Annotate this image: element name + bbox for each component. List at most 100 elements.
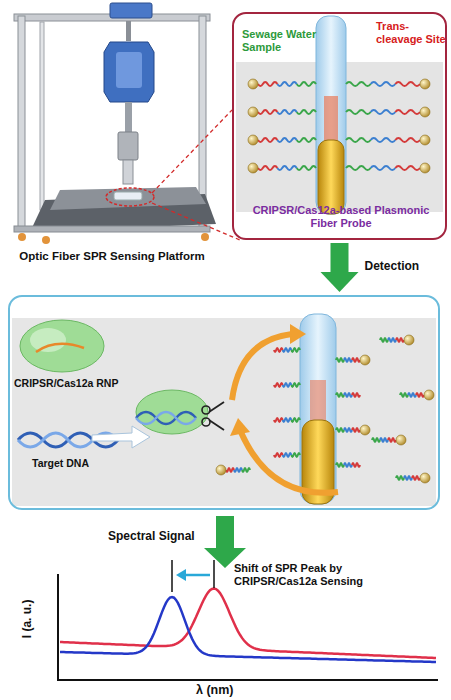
cycle-arrow [230, 324, 338, 493]
cleaved-fragment [360, 425, 370, 435]
middle-scene [136, 412, 196, 424]
spr-platform [14, 226, 210, 232]
zoom-leader-line [152, 203, 240, 240]
scissors-symbol [202, 406, 210, 414]
zoom-panel: Sewage Water Sample Trans-cleavage SiteCR… [232, 12, 447, 240]
cleaved-fragment [274, 453, 283, 457]
cleaved-fragment [388, 338, 396, 342]
spectrum-chart [57, 679, 438, 681]
scissors-symbol [202, 418, 210, 426]
spr-platform [201, 233, 209, 241]
scissors-symbol [202, 402, 224, 430]
node-text: Trans-cleavage Site [376, 20, 446, 45]
spr-platform [18, 16, 25, 228]
spr-platform [14, 3, 216, 244]
dna-probe-strand [248, 79, 258, 89]
cleaved-fragment [274, 348, 283, 352]
middle-scene [30, 328, 66, 352]
spr-platform [40, 22, 44, 210]
dna-probe-strand [346, 82, 371, 86]
cycle-arrow [240, 430, 338, 493]
dna-probe-strand [258, 82, 277, 86]
cleaved-fragment [360, 355, 370, 365]
cleaved-fragment [352, 463, 360, 467]
node-text: CRIPSR/Cas12a-based Plasmonic Fiber Prob… [246, 204, 436, 229]
dna-probe-strand [258, 110, 277, 114]
cleaved-fragment [336, 393, 344, 397]
top-probe-scene [318, 140, 344, 214]
node-text: Target DNA [32, 457, 122, 469]
middle-scene [20, 320, 104, 372]
spr-platform [50, 187, 206, 210]
spectrum-chart [176, 569, 186, 581]
cycle-arrow [230, 418, 250, 436]
cleaved-fragment [274, 418, 283, 422]
cleaved-fragment [396, 338, 404, 342]
caption-label: Optic Fiber SPR Sensing Platform [4, 250, 220, 263]
middle-scene [36, 344, 84, 352]
spr-platform [116, 52, 142, 88]
cleaved-fragment [404, 335, 414, 345]
dna-probe-strand [371, 166, 396, 170]
cycle-arrow [290, 324, 306, 344]
spectrum-chart [60, 597, 436, 662]
spr-platform [125, 102, 132, 132]
dna-probe-strand [371, 82, 396, 86]
spectrum-chart [213, 560, 215, 588]
cleaved-fragment [388, 438, 396, 442]
cleaved-fragment [396, 435, 406, 445]
cleaved-fragment [283, 418, 292, 422]
cleaved-fragment [408, 393, 416, 397]
detection-panel: CRIPSR/Cas12a RNPTarget DNA [8, 295, 440, 510]
cleaved-fragment [283, 348, 292, 352]
spectrum-chart [57, 560, 438, 681]
dna-probe-strand [297, 110, 316, 114]
dna-probe-strand [346, 166, 371, 170]
cleaved-fragment [291, 348, 300, 352]
dna-probe-strand [395, 138, 420, 142]
spectrum-chart [60, 589, 436, 658]
zoom-leader-line [152, 110, 240, 240]
dna-probe-strand [395, 82, 420, 86]
middle-scene [12, 318, 436, 506]
cycle-arrow [232, 334, 292, 400]
edge-label: Detection [365, 260, 420, 274]
node-text: Sewage Water Sample [242, 28, 324, 53]
scissors-symbol [209, 420, 224, 430]
spr-platform [126, 21, 131, 41]
dna-probe-strand [371, 110, 396, 114]
cleaved-fragment [283, 383, 292, 387]
dna-probe-strand [277, 166, 296, 170]
arrow-head [321, 272, 359, 292]
arrow-shaft [331, 243, 349, 272]
cleaved-fragment [344, 393, 352, 397]
dna-probe-strand [420, 163, 430, 173]
cleaved-fragment [226, 468, 234, 472]
scissors-symbol [209, 402, 224, 412]
middle-probe [300, 314, 336, 504]
cleaved-fragment [400, 393, 408, 397]
dna-probe-strand [277, 82, 296, 86]
middle-scene [136, 390, 208, 434]
dna-probe-strand [297, 138, 316, 142]
middle-scene [136, 412, 196, 424]
spr-platform [118, 132, 138, 160]
caption-label: λ (nm) [196, 683, 276, 697]
spr-platform [104, 42, 154, 102]
cleaved-fragment [344, 428, 352, 432]
cleaved-fragment [234, 468, 242, 472]
dna-probe-strand [420, 79, 430, 89]
cleaved-fragment [424, 390, 434, 400]
cleaved-fragment [291, 418, 300, 422]
dna-probe-strand [395, 166, 420, 170]
spr-platform [42, 236, 50, 244]
dna-probe-strand [297, 166, 316, 170]
middle-scene [92, 426, 150, 448]
dna-probe-strand [371, 138, 396, 142]
cleaved-fragment [352, 428, 360, 432]
cleaved-fragment [380, 438, 388, 442]
dna-probe-strand [277, 138, 296, 142]
dna-probe-strand [248, 107, 258, 117]
dna-probe-strand [346, 138, 371, 142]
